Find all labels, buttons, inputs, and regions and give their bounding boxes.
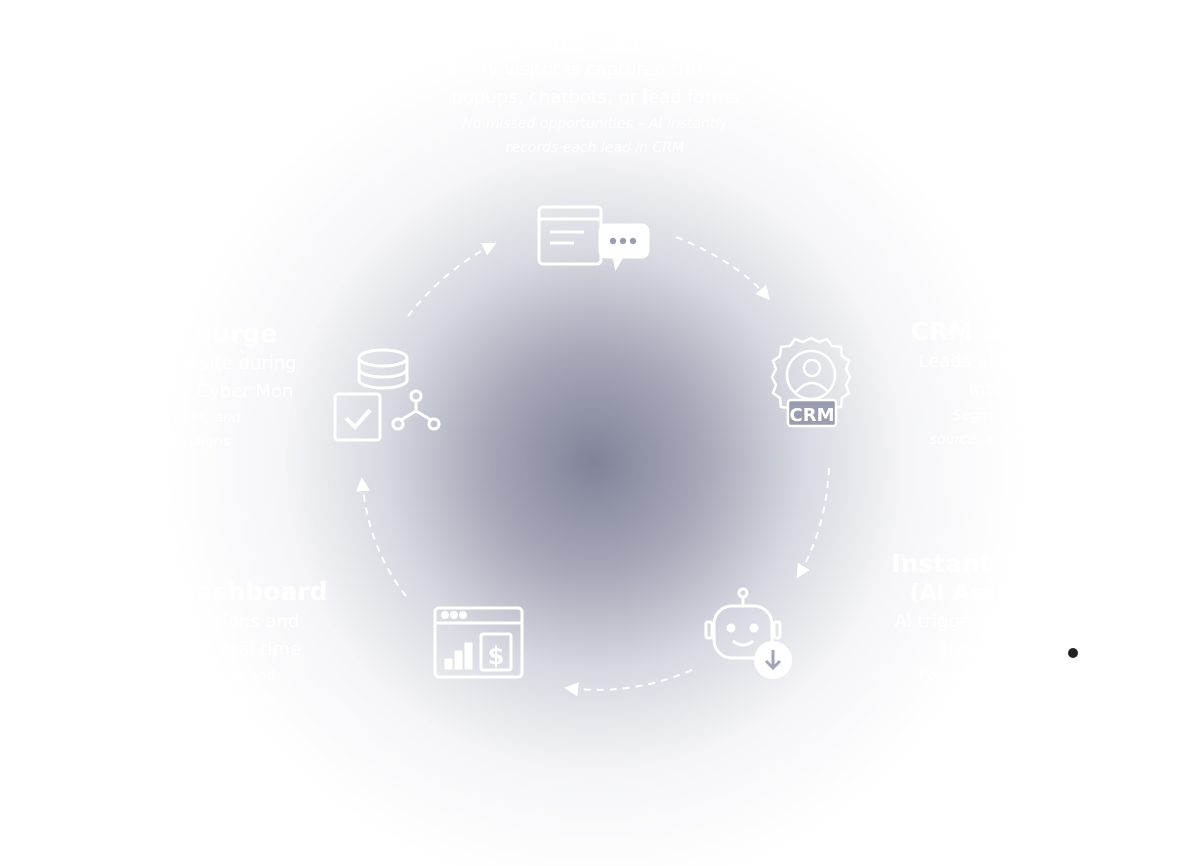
arrow-traffic-to-capture bbox=[407, 242, 497, 317]
step-title: AI Lead Capture bbox=[482, 25, 708, 54]
robot-download-icon bbox=[704, 587, 792, 679]
step-note-line: 24/7 with bbox=[952, 692, 1018, 708]
chat-form-icon bbox=[537, 205, 650, 272]
step-desc-line: Leads automatic bbox=[918, 351, 1068, 372]
step-note-line: ads, emails, and bbox=[126, 410, 241, 426]
arrow-followup-to-dashboard bbox=[564, 669, 693, 697]
crm-icon-label: CRM bbox=[790, 405, 835, 426]
step-desc-line: evenue in real time bbox=[126, 639, 302, 660]
database-network-icon bbox=[333, 348, 441, 442]
step-note-line: records each lead in CRM bbox=[505, 140, 685, 156]
cycle-diagram: CRM $ bbox=[333, 205, 852, 697]
diagram-viewport: CRM $ bbox=[126, 0, 1068, 866]
step-desc-line: ck conversions and bbox=[126, 611, 300, 632]
step-desc-line: into your C bbox=[969, 379, 1068, 400]
step-desc-line: day & Cyber Mon bbox=[138, 381, 294, 402]
step-title: les Dashboard bbox=[126, 577, 328, 606]
step-note-line: Personalized, fast, co bbox=[918, 668, 1068, 684]
step-note-line: Segmented by b bbox=[952, 408, 1068, 424]
step-title: affic Surge bbox=[126, 319, 278, 348]
cycle-arrows bbox=[356, 236, 830, 697]
step-desc-line: Every visitor is captured through bbox=[447, 59, 743, 80]
step-instant-follow: Instant Follo (AI Assistant AI triggers … bbox=[768, 548, 1068, 712]
step-desc-line: popups, chatbots, or lead forms bbox=[451, 87, 739, 108]
step-desc-line: through email bbox=[941, 639, 1068, 660]
svg-text:$: $ bbox=[488, 642, 505, 670]
arrow-crm-to-followup bbox=[796, 467, 830, 579]
step-note-line: with one click bbox=[178, 692, 274, 708]
step-subtitle: (AI Assistant bbox=[909, 581, 1068, 606]
step-title: CRM Integr bbox=[910, 317, 1068, 346]
arrow-capture-to-crm bbox=[675, 236, 770, 301]
step-desc-line: AI triggers instant f bbox=[894, 611, 1068, 632]
step-note-line: der campaigns bbox=[126, 434, 231, 450]
step-crm-integration: CRM Integr Leads automatic into your C S… bbox=[798, 316, 1068, 452]
dashboard-chart-icon: $ bbox=[433, 606, 524, 679]
step-note-line: source, ad readines bbox=[929, 432, 1068, 448]
crm-gear-icon: CRM bbox=[770, 336, 852, 428]
step-sales-dashboard: les Dashboard ck conversions and evenue … bbox=[126, 576, 386, 712]
step-note-line: No missed opportunities – AI instantly bbox=[462, 116, 728, 132]
arrow-dashboard-to-traffic bbox=[356, 477, 407, 597]
step-lead-capture: AI Lead Capture Every visitor is capture… bbox=[390, 24, 800, 160]
step-desc-line: od your site during bbox=[126, 353, 297, 374]
step-traffic-surge: affic Surge od your site during day & Cy… bbox=[126, 318, 366, 454]
indicator-dot bbox=[1068, 648, 1078, 658]
step-title: Instant Follo bbox=[891, 549, 1068, 578]
step-note-line: e what's working and bbox=[126, 668, 276, 684]
